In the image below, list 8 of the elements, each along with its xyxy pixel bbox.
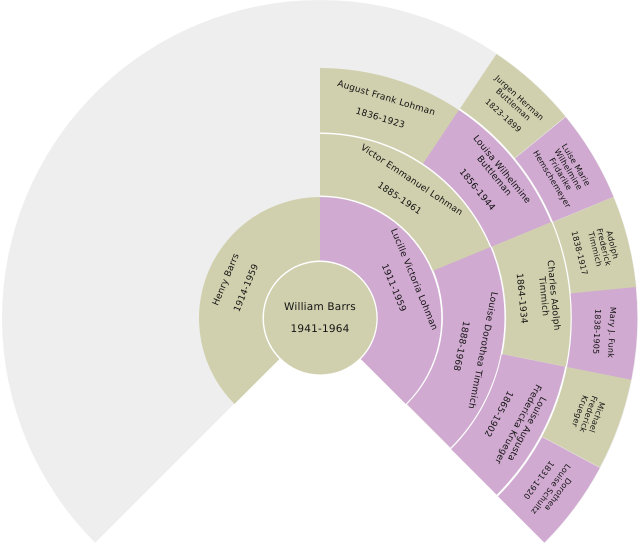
- life-dates: 1941-1964: [290, 323, 350, 336]
- person-name: William Barrs: [284, 300, 356, 313]
- life-dates: 1838-1905: [590, 308, 602, 354]
- person-circle: [264, 262, 376, 374]
- life-dates: 1864-1934: [514, 272, 529, 324]
- ancestor-sector: [566, 286, 638, 380]
- person-name: Charles Adolph Timmich: [534, 258, 562, 333]
- person-name: Mary J. Funk: [606, 306, 618, 358]
